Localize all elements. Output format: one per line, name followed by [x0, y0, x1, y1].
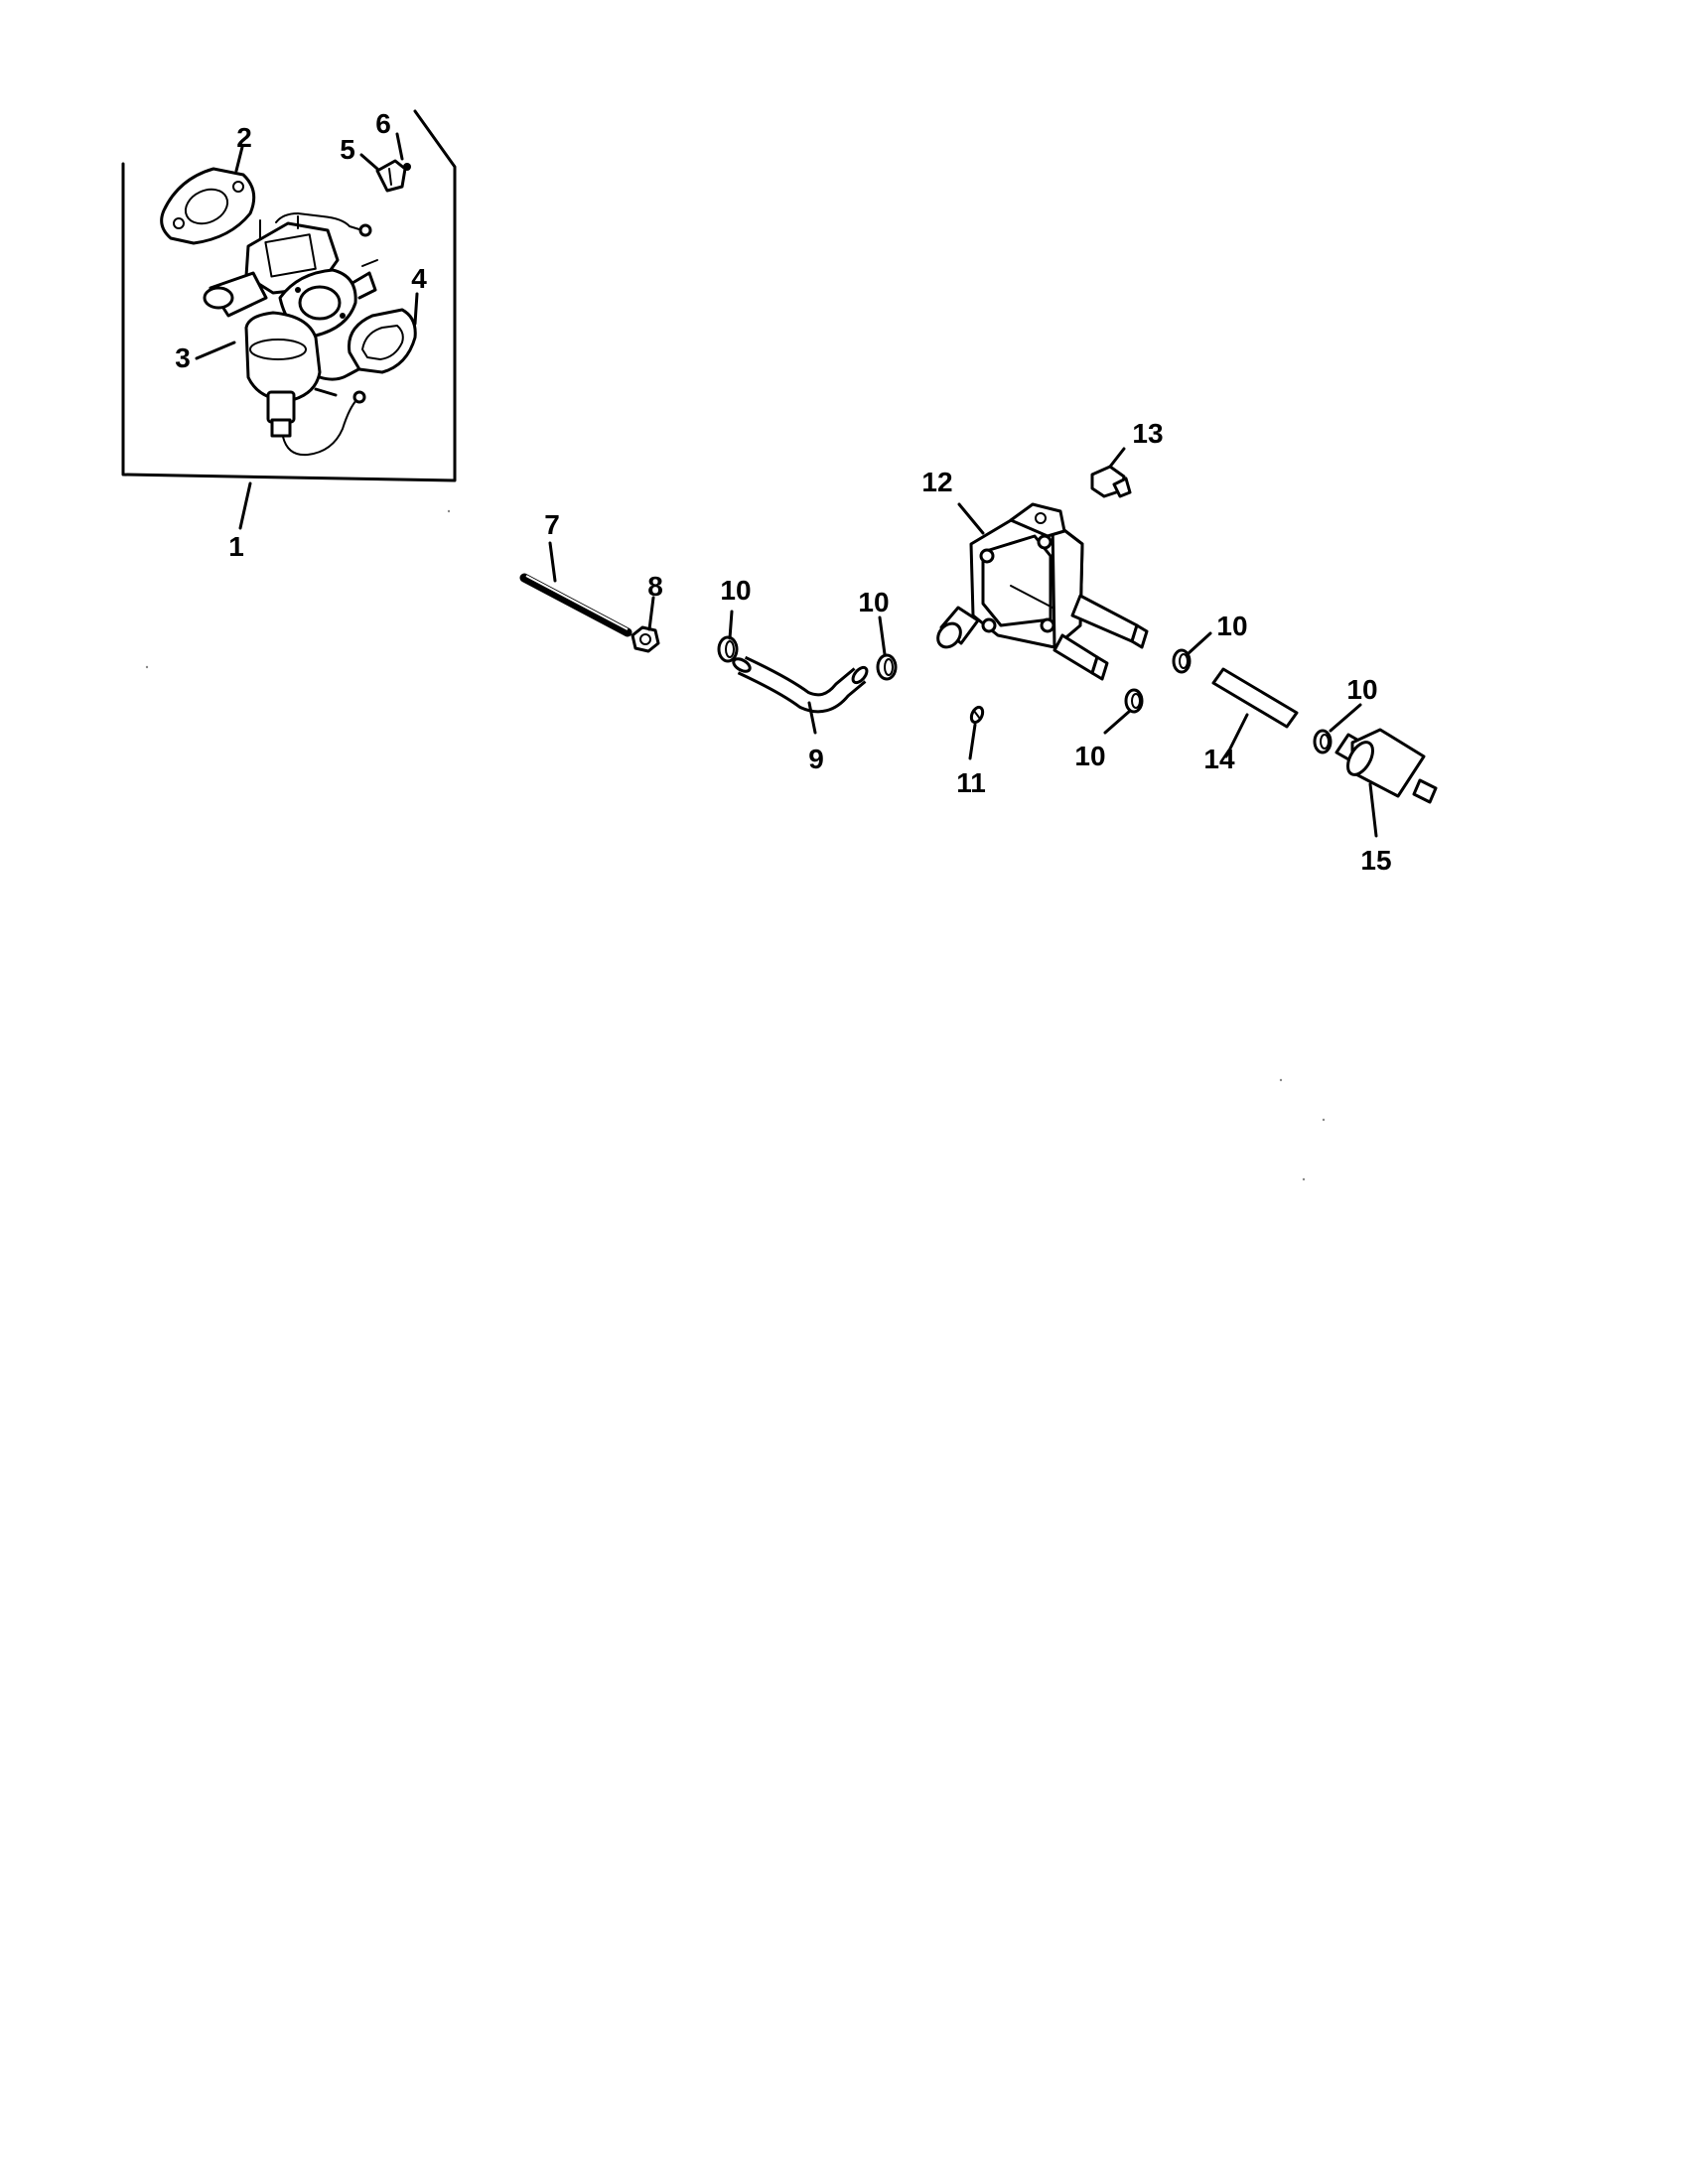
fuel-pump-12-drawing	[936, 502, 1149, 681]
scan-specks	[145, 509, 1326, 1181]
callout-15: 15	[1360, 845, 1391, 876]
fuel-filter-15-drawing	[1334, 728, 1438, 804]
gasket-4-drawing	[347, 308, 417, 374]
callouts: 1 2 3 4 5 6 7 8 9 10 10 10 10 10 11 12 1…	[175, 108, 1391, 876]
callout-5: 5	[340, 134, 355, 165]
callout-6: 6	[375, 108, 391, 139]
callout-12: 12	[921, 467, 952, 497]
callout-8: 8	[647, 571, 663, 602]
callout-11: 11	[956, 767, 986, 798]
screw-11-drawing	[969, 705, 985, 725]
leader-lines	[195, 132, 1378, 838]
carburetor-drawing	[203, 212, 378, 457]
bracket-5-drawing	[375, 159, 407, 193]
fitting-13-drawing	[1090, 465, 1132, 498]
callout-10c: 10	[1216, 611, 1247, 641]
callout-10d: 10	[1074, 741, 1105, 771]
callout-10e: 10	[1346, 674, 1377, 705]
callout-2: 2	[236, 122, 252, 153]
callout-14: 14	[1203, 744, 1235, 774]
clamp-10b-drawing	[876, 653, 898, 681]
callout-7: 7	[544, 509, 560, 540]
callout-4: 4	[411, 263, 427, 294]
gasket-2-drawing	[160, 167, 256, 245]
callout-10a: 10	[720, 575, 751, 606]
clamp-10a-drawing	[717, 635, 739, 663]
callout-1: 1	[228, 531, 244, 562]
callout-13: 13	[1132, 418, 1163, 449]
clamp-10e-drawing	[1313, 729, 1333, 754]
callout-9: 9	[808, 744, 824, 774]
fuel-line-9-drawing	[732, 655, 869, 714]
nut-8-drawing	[631, 625, 660, 653]
clamp-10d-drawing	[1124, 688, 1144, 714]
fuel-line-14-drawing	[1211, 667, 1299, 729]
callout-10b: 10	[858, 587, 889, 617]
screw-6-drawing	[403, 163, 411, 171]
stud-7-drawing	[519, 573, 632, 637]
assembly-frame	[121, 109, 457, 482]
clamp-10c-drawing	[1172, 648, 1192, 674]
callout-3: 3	[175, 342, 191, 373]
